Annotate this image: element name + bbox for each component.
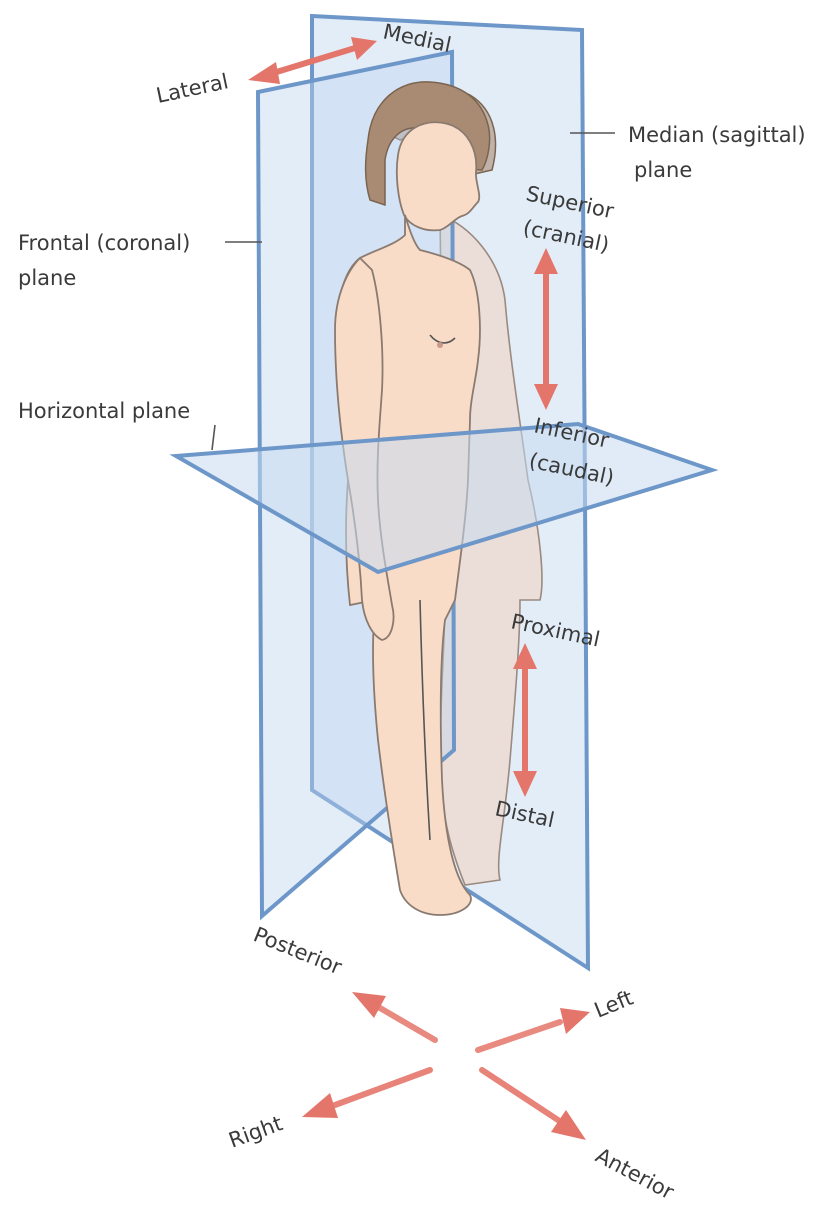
- head: [397, 122, 479, 230]
- right-label: Right: [226, 1111, 286, 1152]
- frontal-plane-label-line1: Frontal (coronal): [18, 231, 190, 255]
- anterior-label: Anterior: [592, 1143, 678, 1204]
- frontal-plane-label-line2: plane: [18, 266, 76, 290]
- lateral-label: Lateral: [154, 69, 230, 108]
- median-plane-label-line2: plane: [634, 158, 692, 182]
- direction-compass: [302, 992, 590, 1140]
- left-label: Left: [591, 986, 637, 1023]
- median-plane-label-line1: Median (sagittal): [628, 123, 806, 147]
- posterior-label: Posterior: [250, 922, 345, 979]
- horizontal-plane-label: Horizontal plane: [18, 399, 190, 423]
- horizontal-plane: [176, 424, 712, 572]
